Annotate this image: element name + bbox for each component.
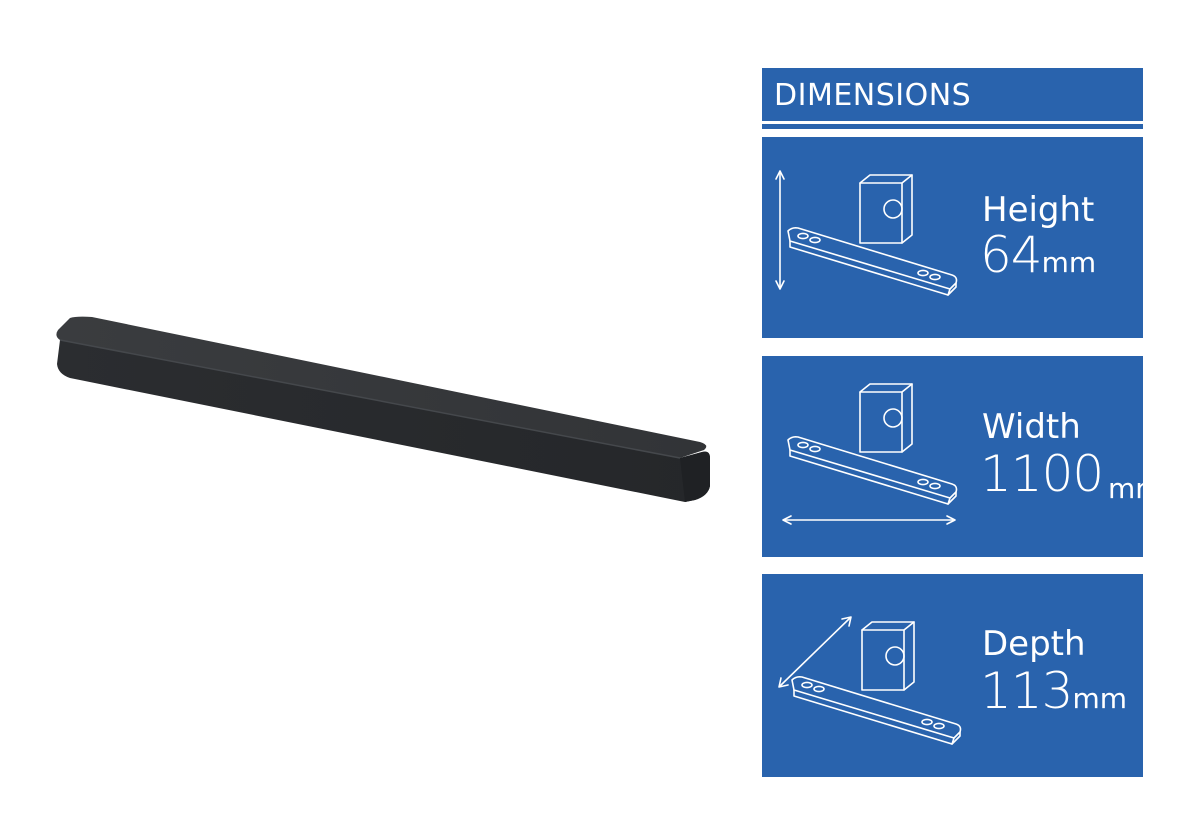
width-number: 1100 [980,445,1104,503]
dimensions-title: DIMENSIONS [774,78,972,113]
depth-card: Depth 113mm [762,574,1143,777]
height-unit: mm [1041,246,1097,279]
depth-unit: mm [1072,682,1127,715]
height-label: Height [982,190,1095,230]
soundbar-product-image [56,316,710,502]
depth-label: Depth [982,624,1086,664]
soundbar-subwoofer-width-icon [782,383,958,525]
header-divider [762,124,1143,129]
depth-number: 113 [980,662,1073,720]
width-unit: mm [1108,474,1146,504]
width-card: Width 1100 [762,356,1143,557]
soundbar-subwoofer-depth-icon [778,616,962,745]
soundbar-subwoofer-height-icon [775,170,958,296]
width-label: Width [982,407,1081,447]
height-value: 64mm [980,229,1096,293]
height-number: 64 [980,226,1043,284]
depth-value: 113mm [980,665,1127,729]
width-value: 1100 [980,445,1104,512]
height-card: Height 64mm [762,137,1143,338]
dimensions-header: DIMENSIONS [762,68,1143,121]
